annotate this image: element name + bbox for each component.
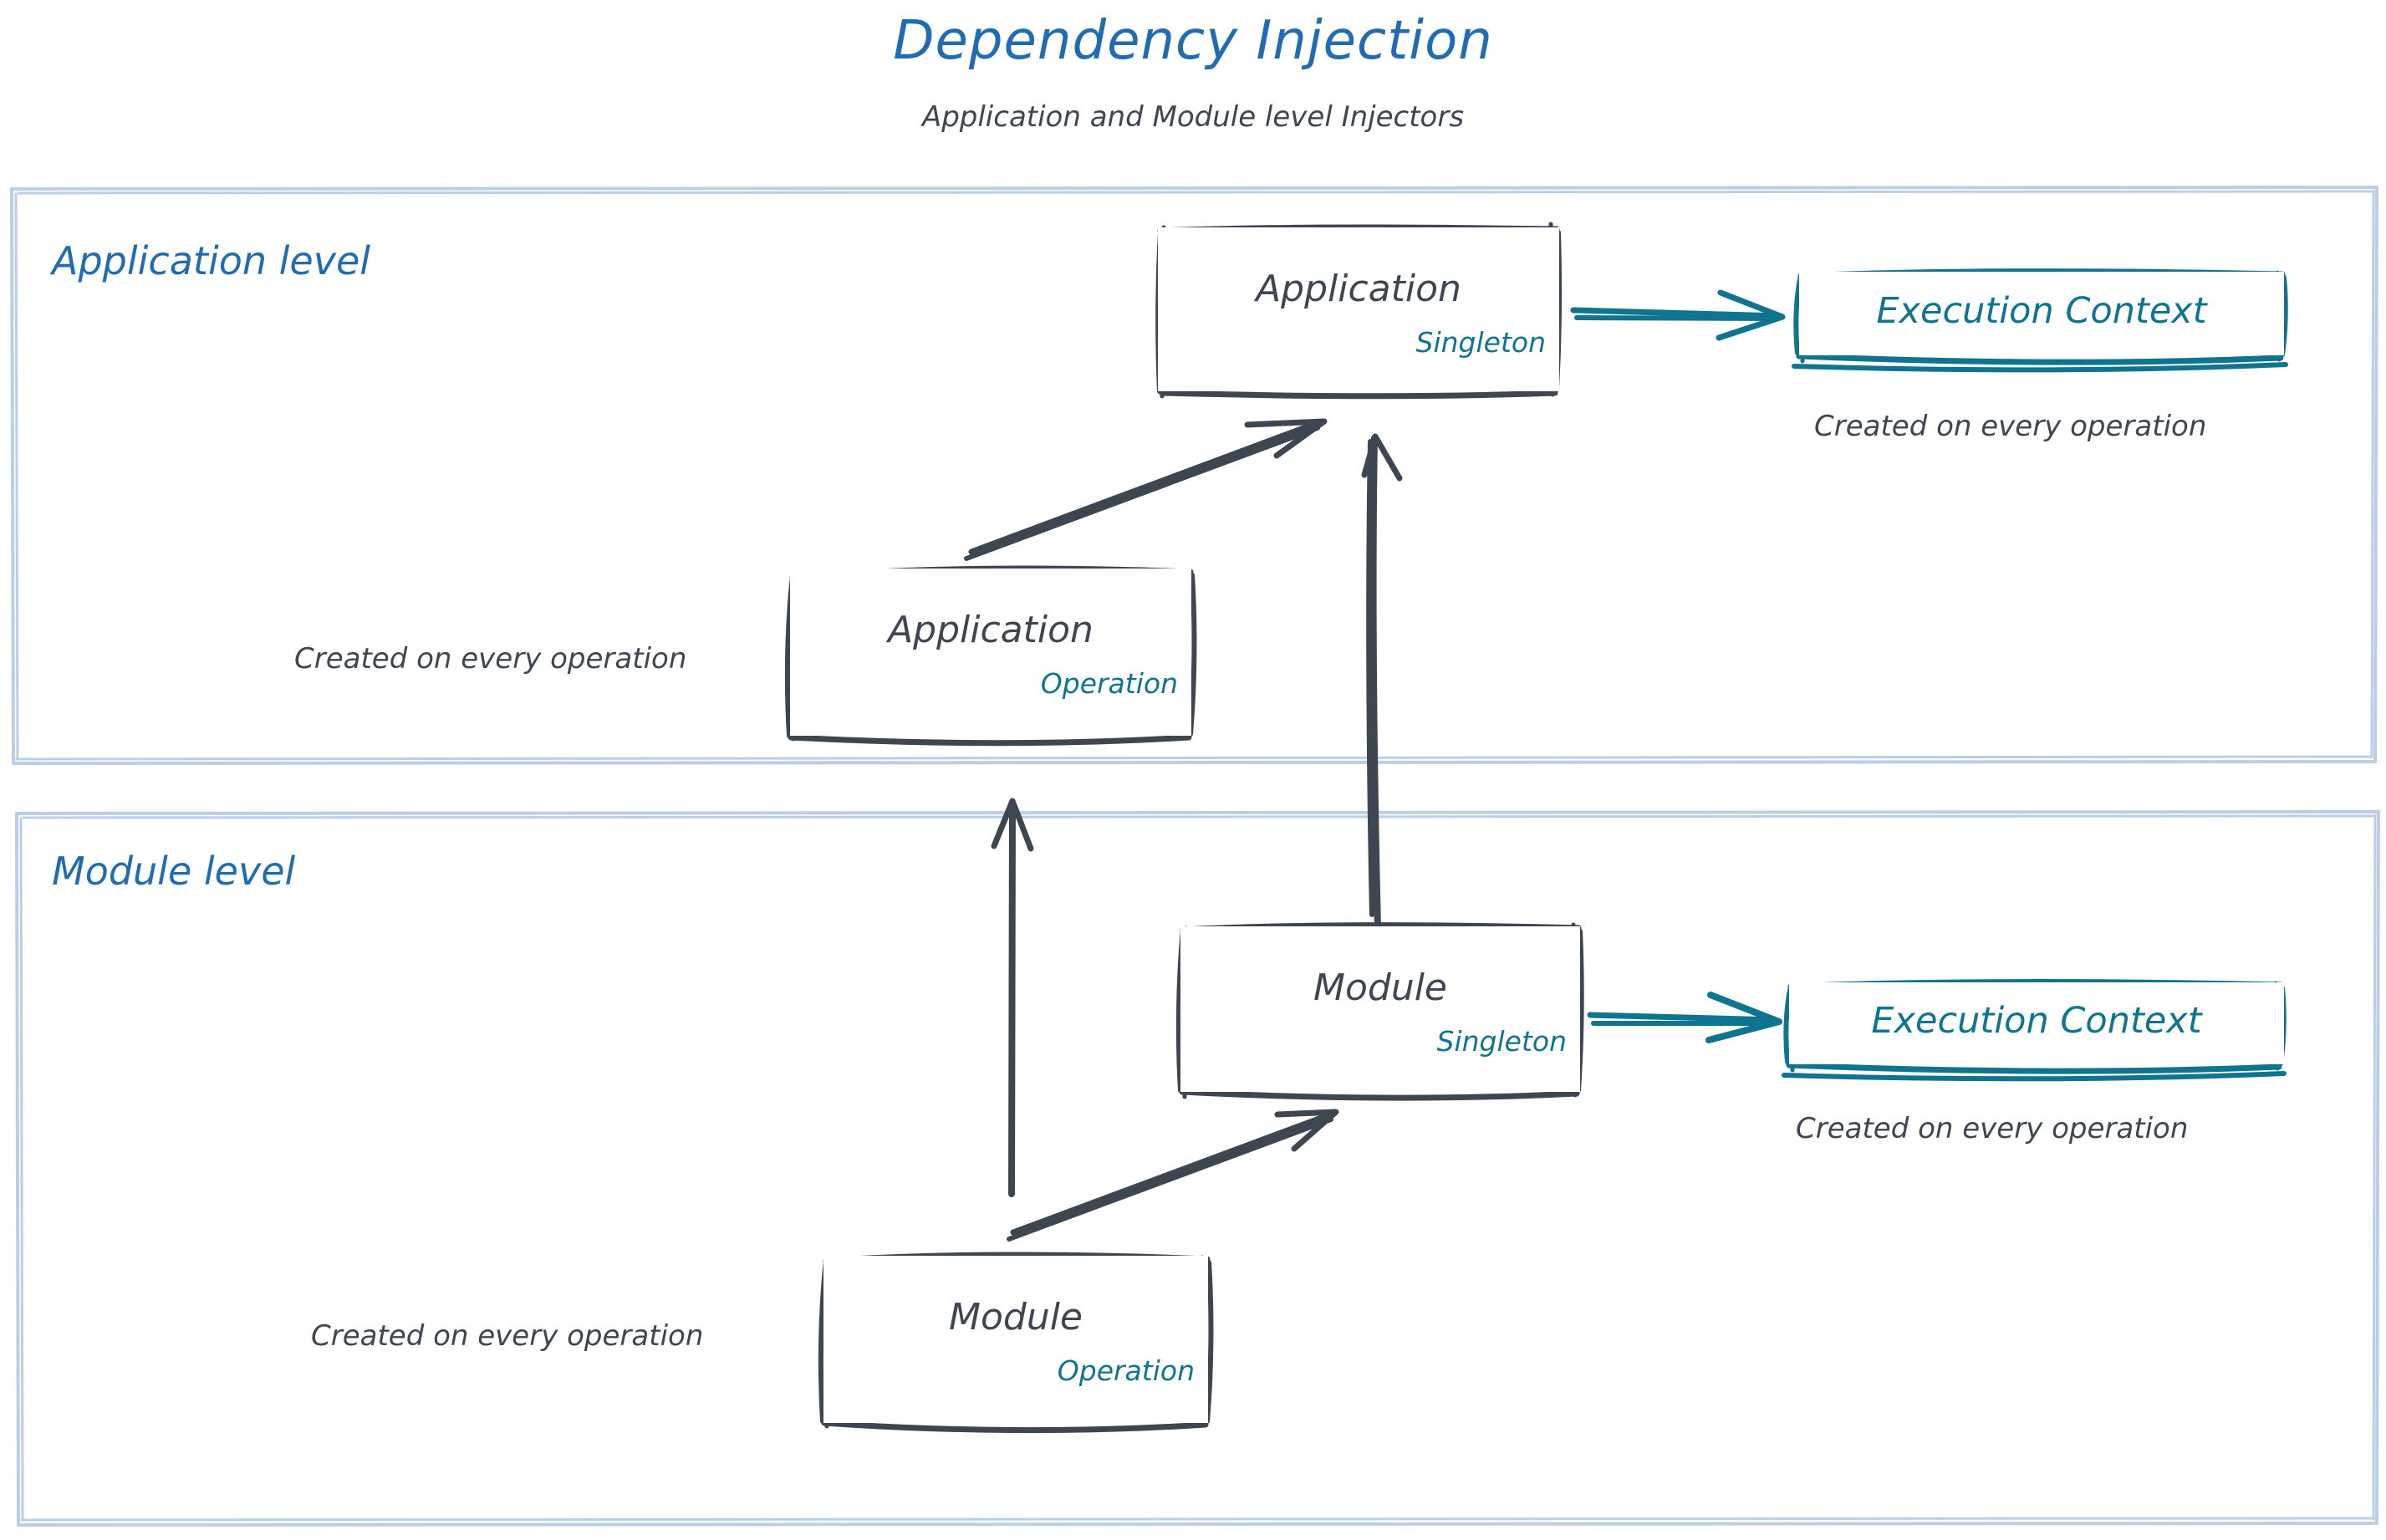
arrow-application-operation-to-application-singleton <box>964 418 1328 561</box>
node-module-singleton[interactable]: Module Singleton <box>1180 926 1580 1092</box>
caption-module-operation: Created on every operation <box>311 1319 704 1353</box>
node-application-operation[interactable]: Application Operation <box>790 569 1191 736</box>
node-module-singleton-title: Module <box>1313 966 1447 1009</box>
node-module-singleton-scope: Singleton <box>1436 1025 1568 1058</box>
node-application-singleton-title: Application <box>1256 268 1461 310</box>
arrow-module-operation-to-application-operation <box>991 798 1034 1197</box>
caption-execution-context-module: Created on every operation <box>1796 1112 2189 1145</box>
execution-context-application-label: Execution Context <box>1876 290 2207 332</box>
caption-application-operation: Created on every operation <box>294 642 687 676</box>
panel-label-module-level: Module level <box>52 849 296 894</box>
panel-label-application-level: Application level <box>52 238 371 283</box>
arrow-application-singleton-to-execution-context <box>1570 289 1786 341</box>
execution-context-application[interactable]: Execution Context <box>1799 272 2284 355</box>
node-application-operation-scope: Operation <box>1040 667 1178 700</box>
node-module-operation-scope: Operation <box>1057 1354 1195 1387</box>
caption-execution-context-application: Created on every operation <box>1814 410 2207 443</box>
page-title: Dependency Injection <box>893 10 1493 72</box>
node-module-operation-title: Module <box>949 1296 1083 1339</box>
execution-context-module-label: Execution Context <box>1871 1000 2202 1042</box>
arrow-module-singleton-to-execution-context <box>1587 992 1782 1043</box>
page-subtitle: Application and Module level Injectors <box>921 100 1465 134</box>
node-application-operation-title: Application <box>888 609 1094 651</box>
node-application-singleton[interactable]: Application Singleton <box>1158 227 1559 391</box>
node-application-singleton-scope: Singleton <box>1415 326 1547 359</box>
execution-context-module[interactable]: Execution Context <box>1789 982 2284 1064</box>
arrow-module-operation-to-module-singleton <box>1007 1109 1339 1242</box>
arrow-module-singleton-to-application-singleton <box>1361 433 1403 931</box>
node-module-operation[interactable]: Module Operation <box>823 1256 1208 1423</box>
